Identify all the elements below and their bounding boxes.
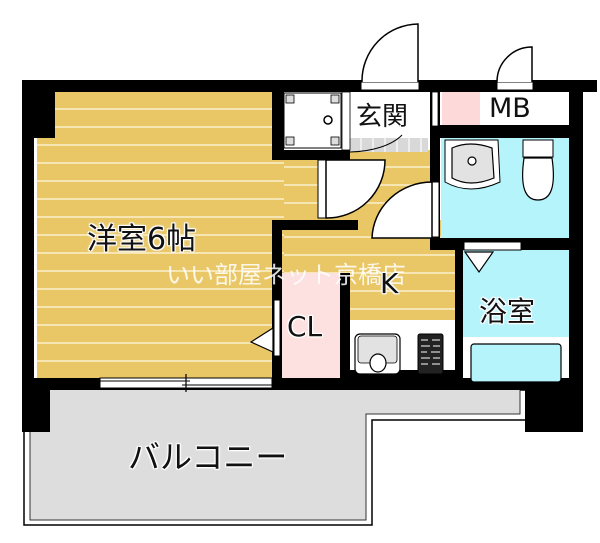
- kitchen-label: K: [380, 267, 399, 300]
- closet-floor: [282, 273, 342, 378]
- wall-top-left: [22, 80, 272, 92]
- bathtub-icon: [470, 343, 562, 383]
- meter-box-label: MB: [489, 93, 531, 124]
- wall-left: [22, 80, 34, 425]
- washing-machine-icon: [283, 92, 342, 149]
- wall-washroom-top: [430, 125, 580, 138]
- watermark-text: いい部屋ネット京橋店: [166, 261, 406, 289]
- meter-box-door-icon: [496, 46, 534, 91]
- washbasin-icon: [444, 139, 501, 190]
- wall-entrance-right: [430, 80, 440, 240]
- bathroom-door-icon: [463, 241, 522, 274]
- meter-box-label-bg: [487, 92, 543, 125]
- closet-door-icon: [249, 299, 281, 357]
- entrance-door-icon: [360, 23, 420, 91]
- stove-icon: [417, 333, 444, 375]
- kitchen-sink-icon: [354, 333, 401, 375]
- wall-bathroom-left: [455, 238, 463, 388]
- western-room-label: 洋室6帖: [87, 222, 197, 257]
- western-room-floor: [37, 92, 284, 378]
- wall-washer-left: [272, 80, 284, 160]
- entrance-label: 玄関: [356, 102, 409, 132]
- wall-washer-bottom: [272, 150, 350, 160]
- wall-right: [569, 80, 583, 425]
- entrance-tile-strip: [350, 138, 428, 152]
- wall-closet-right: [340, 273, 350, 383]
- closet-label: CL: [287, 310, 323, 343]
- shoe-storage: [442, 92, 480, 125]
- room-door-icon: [317, 159, 386, 219]
- toilet-icon: [522, 139, 554, 201]
- balcony-label: バルコニー: [128, 438, 288, 476]
- wall-room-divider-upper: [272, 220, 358, 230]
- sliding-window-icon: [99, 374, 273, 392]
- washroom-door-icon: [371, 181, 440, 239]
- bathroom-label: 浴室: [479, 295, 536, 328]
